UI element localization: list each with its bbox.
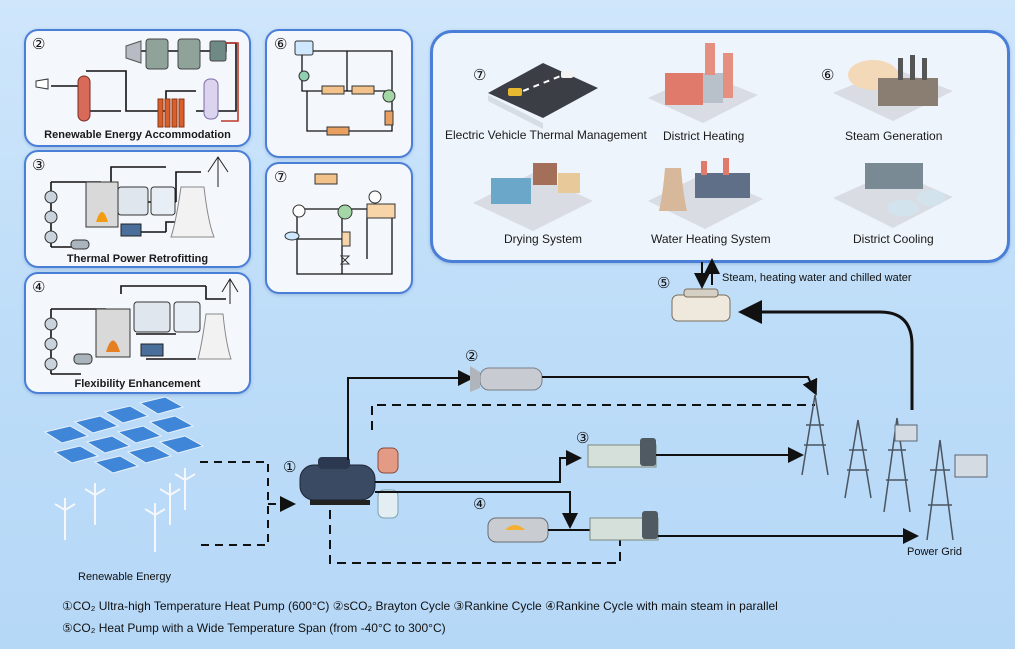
drying-system-illustration bbox=[473, 163, 593, 231]
rankine-turbine-4 bbox=[589, 511, 659, 541]
solar-panels-illustration bbox=[43, 396, 205, 474]
label-water-heating: Water Heating System bbox=[651, 232, 771, 246]
panel-number: ② bbox=[32, 36, 46, 53]
flexibility-enhancement-schematic bbox=[44, 278, 239, 375]
panel-number: ⑦ bbox=[274, 169, 288, 186]
node-number-1: ① bbox=[283, 459, 297, 476]
panel-title: Renewable Energy Accommodation bbox=[44, 129, 231, 141]
applications-illustrations bbox=[473, 43, 953, 231]
node-number-3: ③ bbox=[576, 430, 590, 447]
label-ev-thermal-management: Electric Vehicle Thermal Management bbox=[445, 128, 647, 142]
panel-number: ③ bbox=[32, 157, 46, 174]
ev-thermal-schematic bbox=[284, 173, 396, 275]
panel-title: Flexibility Enhancement bbox=[74, 378, 201, 390]
panel-flexibility-enhancement: ④ Flexibility Enhancement bbox=[24, 272, 251, 394]
panel-number: ④ bbox=[32, 279, 46, 296]
panel-renewable-accommodation: ② Renewable Energy Accommodation bbox=[24, 29, 251, 147]
steam-cycle-schematic bbox=[294, 40, 396, 136]
label-district-heating: District Heating bbox=[663, 129, 745, 143]
district-heating-illustration bbox=[648, 43, 758, 123]
power-grid-label: Power Grid bbox=[907, 546, 963, 558]
label-drying-system: Drying System bbox=[504, 232, 583, 246]
panel-thermal-retrofitting: ③ Thermal Power Retrofitting bbox=[24, 150, 251, 268]
panel-title: Thermal Power Retrofitting bbox=[66, 253, 209, 265]
renewable-accommodation-schematic bbox=[35, 38, 239, 128]
steam-water-label: Steam, heating water and chilled water bbox=[722, 272, 912, 284]
legend-line-1: ①CO₂ Ultra-high Temperature Heat Pump (6… bbox=[62, 599, 778, 613]
storage-tank-cold bbox=[377, 489, 399, 519]
ev-road-illustration bbox=[488, 63, 598, 129]
transmission-towers bbox=[801, 394, 954, 541]
node-number-4: ④ bbox=[473, 496, 487, 513]
legend-line-2: ⑤CO₂ Heat Pump with a Wide Temperature S… bbox=[62, 621, 446, 635]
thermal-retrofitting-schematic bbox=[44, 156, 229, 250]
label-steam-generation: Steam Generation bbox=[845, 129, 943, 143]
substation bbox=[894, 424, 988, 478]
wind-turbines-illustration bbox=[54, 468, 196, 552]
app-number-ev: ⑦ bbox=[473, 67, 487, 84]
panel-steam-cycle: ⑥ bbox=[265, 29, 413, 158]
pump5-number: ⑤ bbox=[657, 275, 671, 292]
sco2-brayton-turbine bbox=[470, 366, 543, 392]
label-district-cooling: District Cooling bbox=[853, 232, 934, 246]
renewable-energy-label: Renewable Energy bbox=[78, 571, 171, 583]
storage-tank-hot bbox=[377, 447, 399, 474]
panel-ev-thermal-cycle: ⑦ bbox=[265, 162, 413, 294]
steam-generation-illustration bbox=[833, 55, 953, 121]
district-cooling-illustration bbox=[833, 163, 953, 228]
co2-heat-pump-5 bbox=[671, 288, 731, 322]
water-heating-illustration bbox=[648, 158, 763, 229]
app-number-steam: ⑥ bbox=[821, 67, 835, 84]
applications-panel: ⑦ Electric Vehicle Thermal Management Di… bbox=[430, 30, 1010, 263]
parallel-boiler-4 bbox=[487, 517, 549, 543]
panel-number: ⑥ bbox=[274, 36, 288, 53]
rankine-turbine-3 bbox=[587, 438, 657, 468]
node-number-2: ② bbox=[465, 348, 479, 365]
co2-heat-pump-1 bbox=[299, 457, 376, 505]
